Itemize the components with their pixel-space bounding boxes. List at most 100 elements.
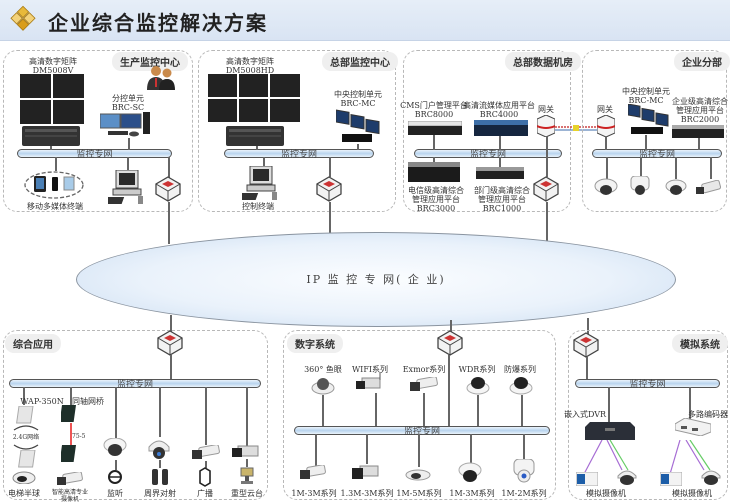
monitoring-bus-datacenter: 监控专网 <box>414 149 562 160</box>
dome-camera-icon <box>630 176 650 198</box>
connection-line <box>689 387 691 420</box>
zone-branch <box>582 50 727 212</box>
mobile-terminal-label: 移动多媒体终端 <box>27 202 83 211</box>
connection-line <box>168 202 170 244</box>
connection-line <box>246 387 248 447</box>
connection-line <box>23 387 25 405</box>
connection-line <box>128 138 130 150</box>
ip-core-network: IP 监 控 专 网( 企 业) <box>76 232 676 327</box>
connection-line <box>70 387 72 407</box>
connection-line <box>55 157 57 171</box>
bus-label: 监控专网 <box>76 150 113 160</box>
rack-server-icon <box>476 167 524 179</box>
heavy-pan-tilt-icon <box>238 467 256 485</box>
connection-line <box>477 395 479 430</box>
connection-line <box>698 138 700 150</box>
analog-box-camera-icon <box>660 472 682 486</box>
telecom-platform-line2: 管理应用平台 <box>412 195 460 204</box>
bus-label: 监控专网 <box>280 150 318 160</box>
connection-line <box>357 144 359 150</box>
gateway-label: 网关 <box>597 105 613 114</box>
connection-line <box>433 135 435 150</box>
zone-label: 生产监控中心 <box>112 52 188 71</box>
dome-camera-icon <box>665 179 687 197</box>
connection-line <box>433 157 435 163</box>
analog-dome-camera-icon <box>700 468 722 486</box>
coax-bridge-label: 同轴网桥 <box>72 397 104 406</box>
gateway-icon <box>597 115 615 137</box>
matrix-model: DM5008V <box>32 66 74 75</box>
device-label: 智能高清专业摄像机 <box>51 489 88 503</box>
monitoring-bus-analog: 监控专网 <box>575 379 720 390</box>
connection-line <box>168 157 170 180</box>
bus-label: 监控专网 <box>638 150 676 160</box>
encoder-icon <box>675 418 711 436</box>
connection-line <box>640 157 642 179</box>
wireless-ap-icon <box>16 406 36 424</box>
users-icon <box>146 64 176 90</box>
connection-line <box>675 157 677 179</box>
zone-digital-system <box>283 330 556 500</box>
cms-model: BRC8000 <box>414 110 454 119</box>
multi-monitor-console-icon <box>628 104 670 136</box>
network-switch-icon <box>316 176 342 202</box>
connection-line <box>205 461 207 468</box>
device-label: 监听 <box>107 489 123 498</box>
connection-line <box>159 387 161 437</box>
wifi-signal-icon <box>12 443 40 451</box>
dept-platform-line1: 部门级高清综合 <box>474 186 530 195</box>
connection-line <box>375 393 377 430</box>
connection-line <box>645 135 647 150</box>
connection-line <box>127 157 129 171</box>
dome-camera-icon <box>466 375 490 395</box>
zone-hq-monitor-center <box>198 50 396 212</box>
gateway-label: 网关 <box>538 105 554 114</box>
camera-series-label: WIFI系列 <box>351 365 389 374</box>
device-label: 周界对射 <box>144 489 176 498</box>
connection-line <box>205 387 207 445</box>
video-wall-icon <box>208 74 300 122</box>
matrix-name: 高清数字矩阵 <box>29 57 77 66</box>
analog-camera-label: 模拟摄像机 <box>586 489 626 498</box>
dept-platform-model: BRC1000 <box>482 204 522 213</box>
device-label: 电梯半球 <box>8 489 40 498</box>
rack-server-icon <box>408 121 462 135</box>
connection-line <box>159 460 161 468</box>
wifi-signal-icon <box>12 424 40 432</box>
mobile-devices-icon <box>24 170 84 200</box>
multi-monitor-console-icon <box>336 108 382 144</box>
matrix-model: DM5008HD <box>225 66 275 75</box>
monitoring-bus-hq: 监控专网 <box>224 149 374 160</box>
workstation-icon <box>100 112 150 138</box>
enterprise-platform-line2: 管理应用平台 <box>676 106 724 115</box>
analog-camera-label: 模拟摄像机 <box>672 489 712 498</box>
zone-production-monitor-center <box>3 50 193 212</box>
monitoring-bus-integrated: 监控专网 <box>9 379 261 390</box>
telecom-platform-line1: 电信级高清综合 <box>408 186 464 195</box>
zone-label: 数字系统 <box>287 334 343 353</box>
dome-camera-icon <box>594 178 618 198</box>
dome-camera-icon <box>509 375 533 395</box>
coax-bridge-icon <box>61 405 77 423</box>
speaker-icon <box>199 467 211 487</box>
connection-line <box>605 137 607 150</box>
bullet-camera-icon <box>192 445 220 461</box>
wireless-ap-icon <box>18 450 38 468</box>
connection-line <box>499 136 501 150</box>
bullet-camera-icon <box>410 377 438 393</box>
zone-analog-system <box>568 330 728 500</box>
bus-label: 监控专网 <box>403 427 441 437</box>
connection-line <box>256 146 258 150</box>
video-wall-icon <box>20 74 84 124</box>
zone-label: 模拟系统 <box>672 334 728 353</box>
camera-series-label: Exmor系列 <box>402 365 446 374</box>
rack-server-icon <box>672 125 724 138</box>
dvr-label: 嵌入式DVR <box>563 410 607 419</box>
network-switch-icon <box>533 176 559 202</box>
zone-hq-datacenter <box>403 50 571 212</box>
device-label: 重型云台 <box>231 489 263 498</box>
connection-line <box>315 434 317 466</box>
microphone-icon <box>108 470 122 484</box>
wifi-box-camera-icon <box>356 372 384 394</box>
streaming-name: 高清流媒体应用平台 <box>463 101 535 110</box>
